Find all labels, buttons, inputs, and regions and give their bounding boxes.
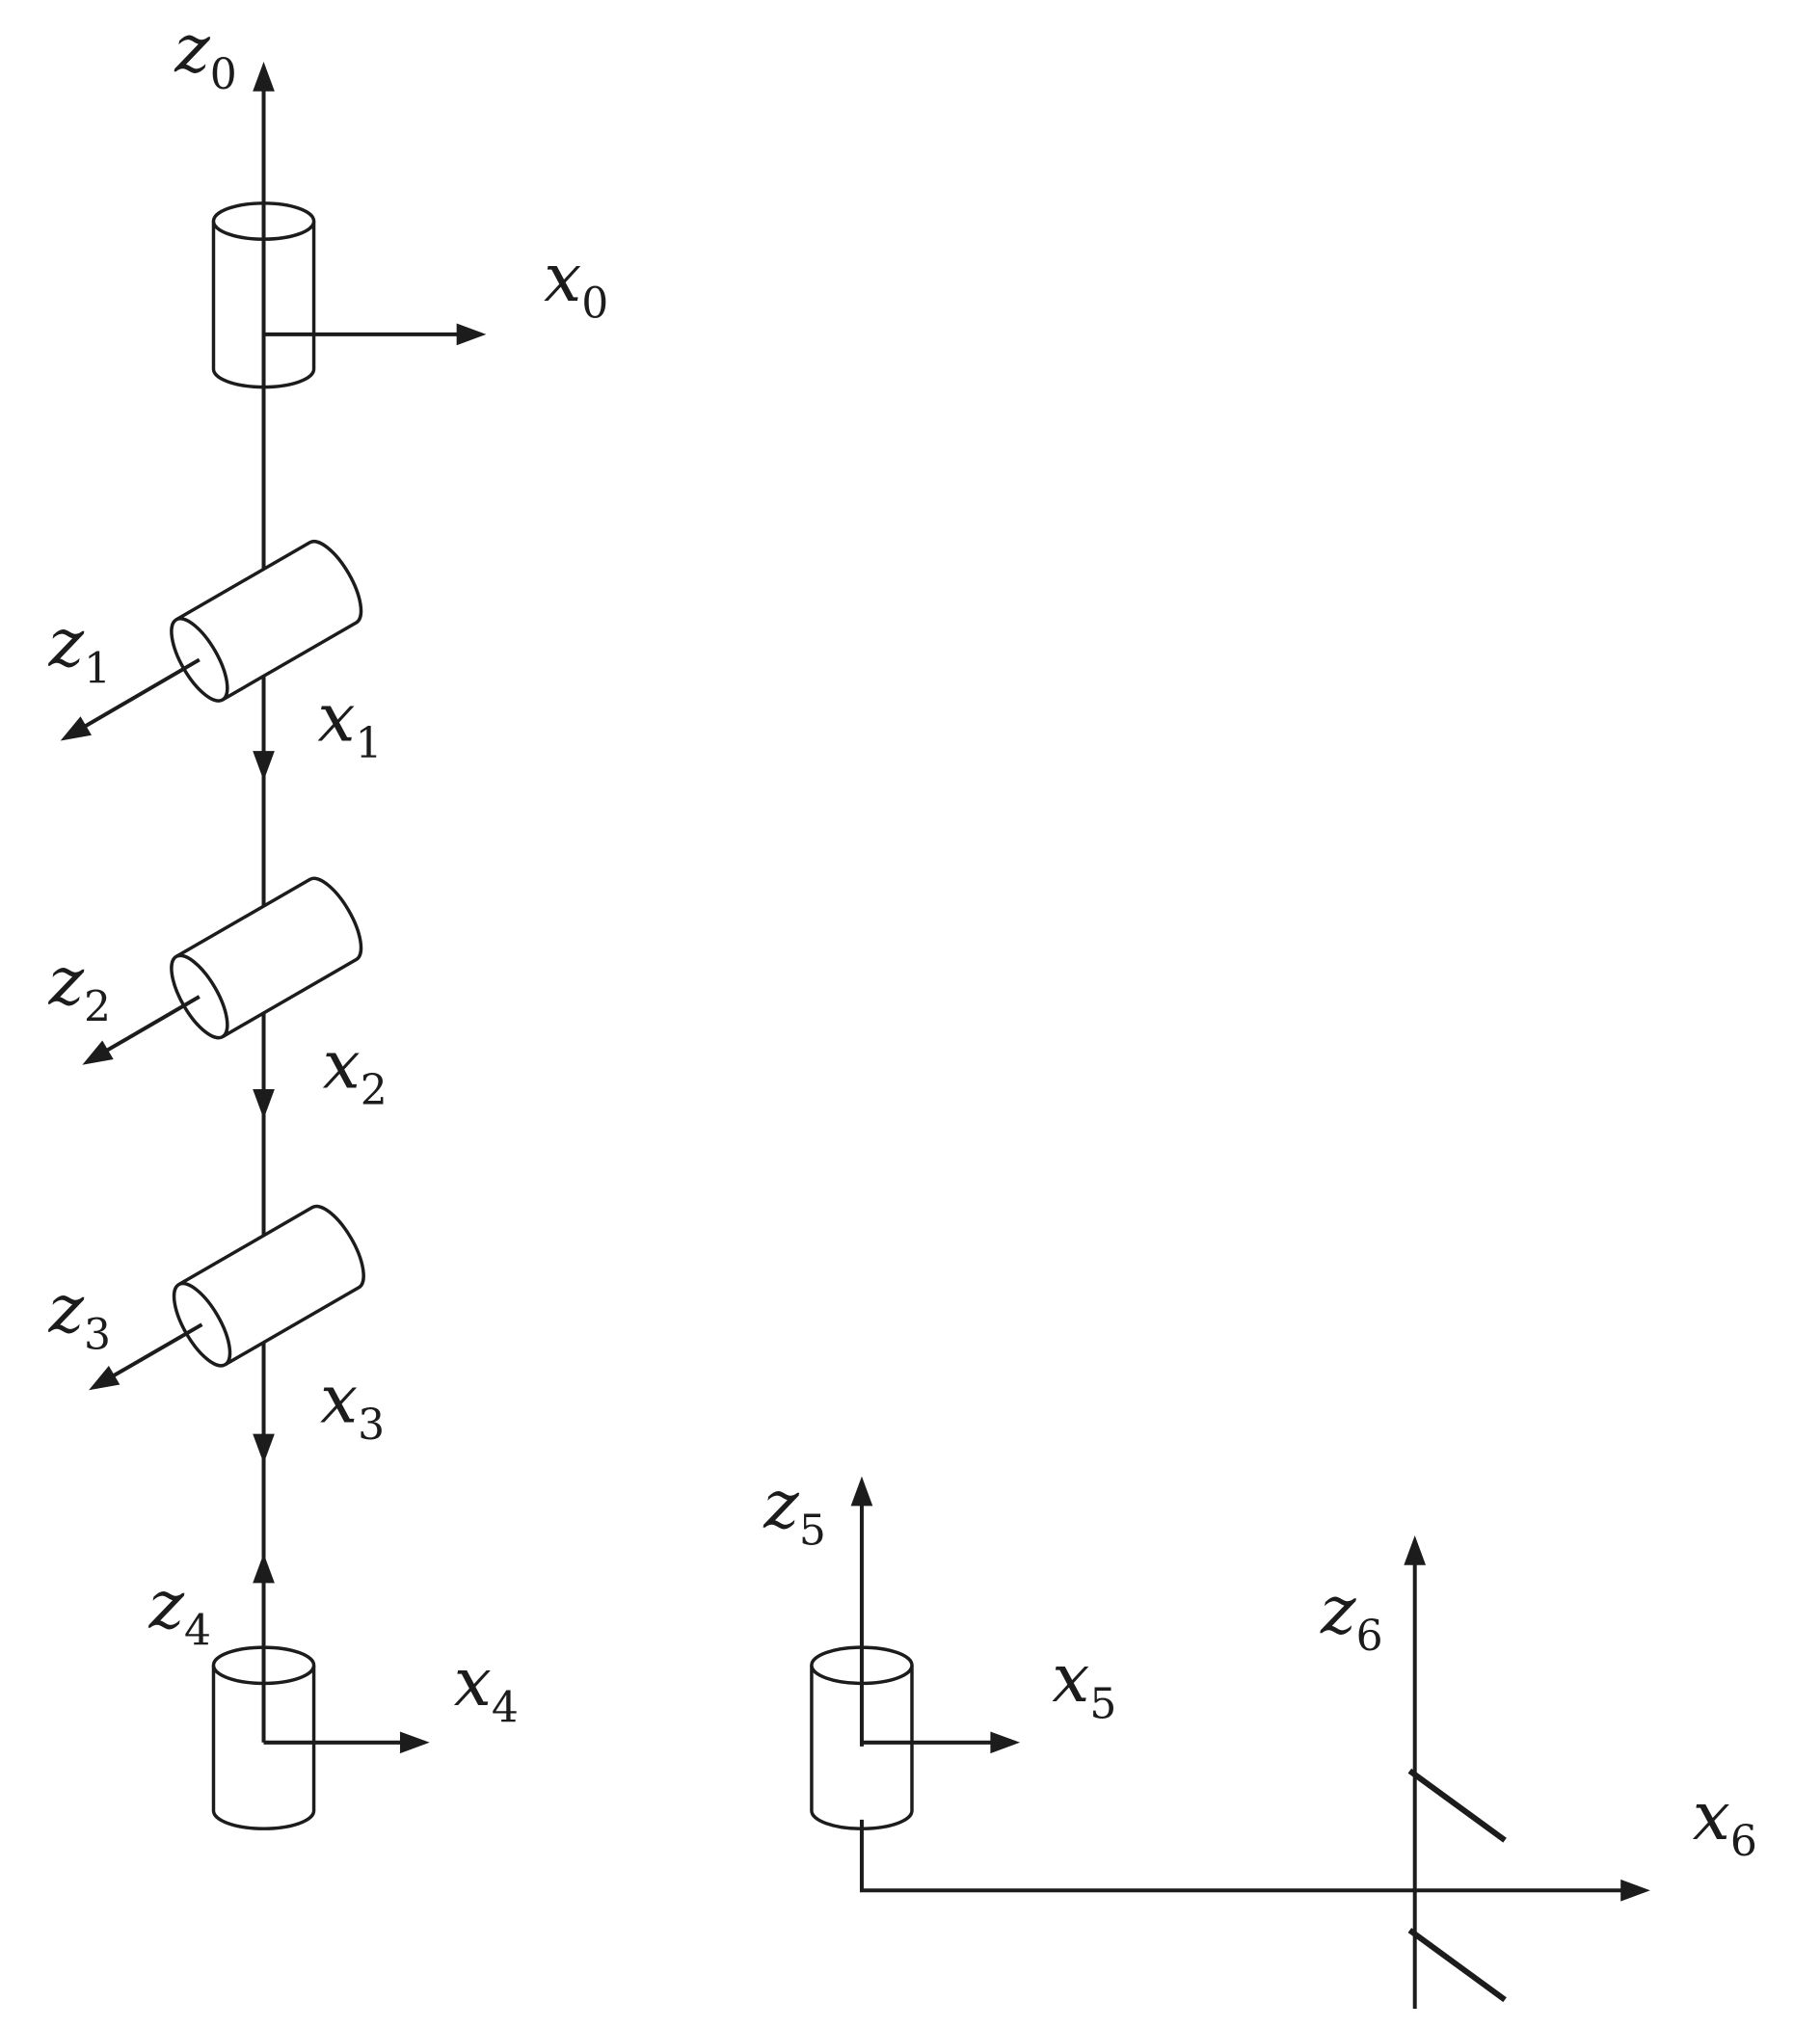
joint-3-cylinder	[172, 1204, 365, 1368]
x1-arrowhead	[253, 751, 275, 781]
gripper-upper-finger-mark	[1407, 1768, 1507, 1843]
z0-arrowhead	[253, 62, 275, 92]
x2-arrowhead	[253, 1089, 275, 1119]
z3-arrowhead	[89, 1366, 120, 1391]
z2-label: z2	[47, 944, 111, 1031]
z4-label: z4	[148, 1567, 212, 1655]
z0-label: z0	[174, 12, 237, 99]
x5-arrowhead	[990, 1731, 1021, 1754]
z3-label: z3	[47, 1271, 111, 1359]
x2-label: x2	[323, 1027, 388, 1115]
x4-label: x4	[454, 1644, 519, 1732]
joint-4-cylinder-body	[211, 1665, 316, 1830]
x5-label: x5	[1052, 1641, 1116, 1728]
joint-1-cylinder	[170, 540, 363, 703]
z2-arrowhead	[82, 1040, 114, 1065]
joint-1-cylinder-body	[174, 540, 363, 702]
x0-label: x0	[544, 240, 608, 328]
z5-label: z5	[763, 1467, 826, 1555]
z1-arrowhead	[60, 716, 93, 741]
x1-label: x1	[317, 680, 382, 767]
z6-arrowhead	[1404, 1535, 1427, 1565]
x3-arrowhead	[253, 1433, 275, 1464]
z1-label: z1	[47, 605, 111, 693]
joint-2-cylinder-body	[174, 876, 363, 1039]
x4-arrowhead	[399, 1731, 430, 1754]
x6-label: x6	[1693, 1778, 1757, 1866]
x3-label: x3	[320, 1362, 385, 1450]
z6-label: z6	[1320, 1572, 1383, 1660]
link-5-to-6-and-x6-axis-line	[859, 1819, 1645, 1893]
x0-arrowhead	[456, 323, 487, 346]
gripper-lower-finger-mark	[1407, 1928, 1507, 2003]
joint-3-cylinder-body	[177, 1204, 365, 1367]
z5-arrowhead	[850, 1476, 873, 1507]
z4-arrowhead	[253, 1553, 275, 1584]
x6-arrowhead	[1620, 1879, 1650, 1902]
joint-2-cylinder	[170, 876, 363, 1040]
z1-axis-line	[66, 657, 201, 739]
